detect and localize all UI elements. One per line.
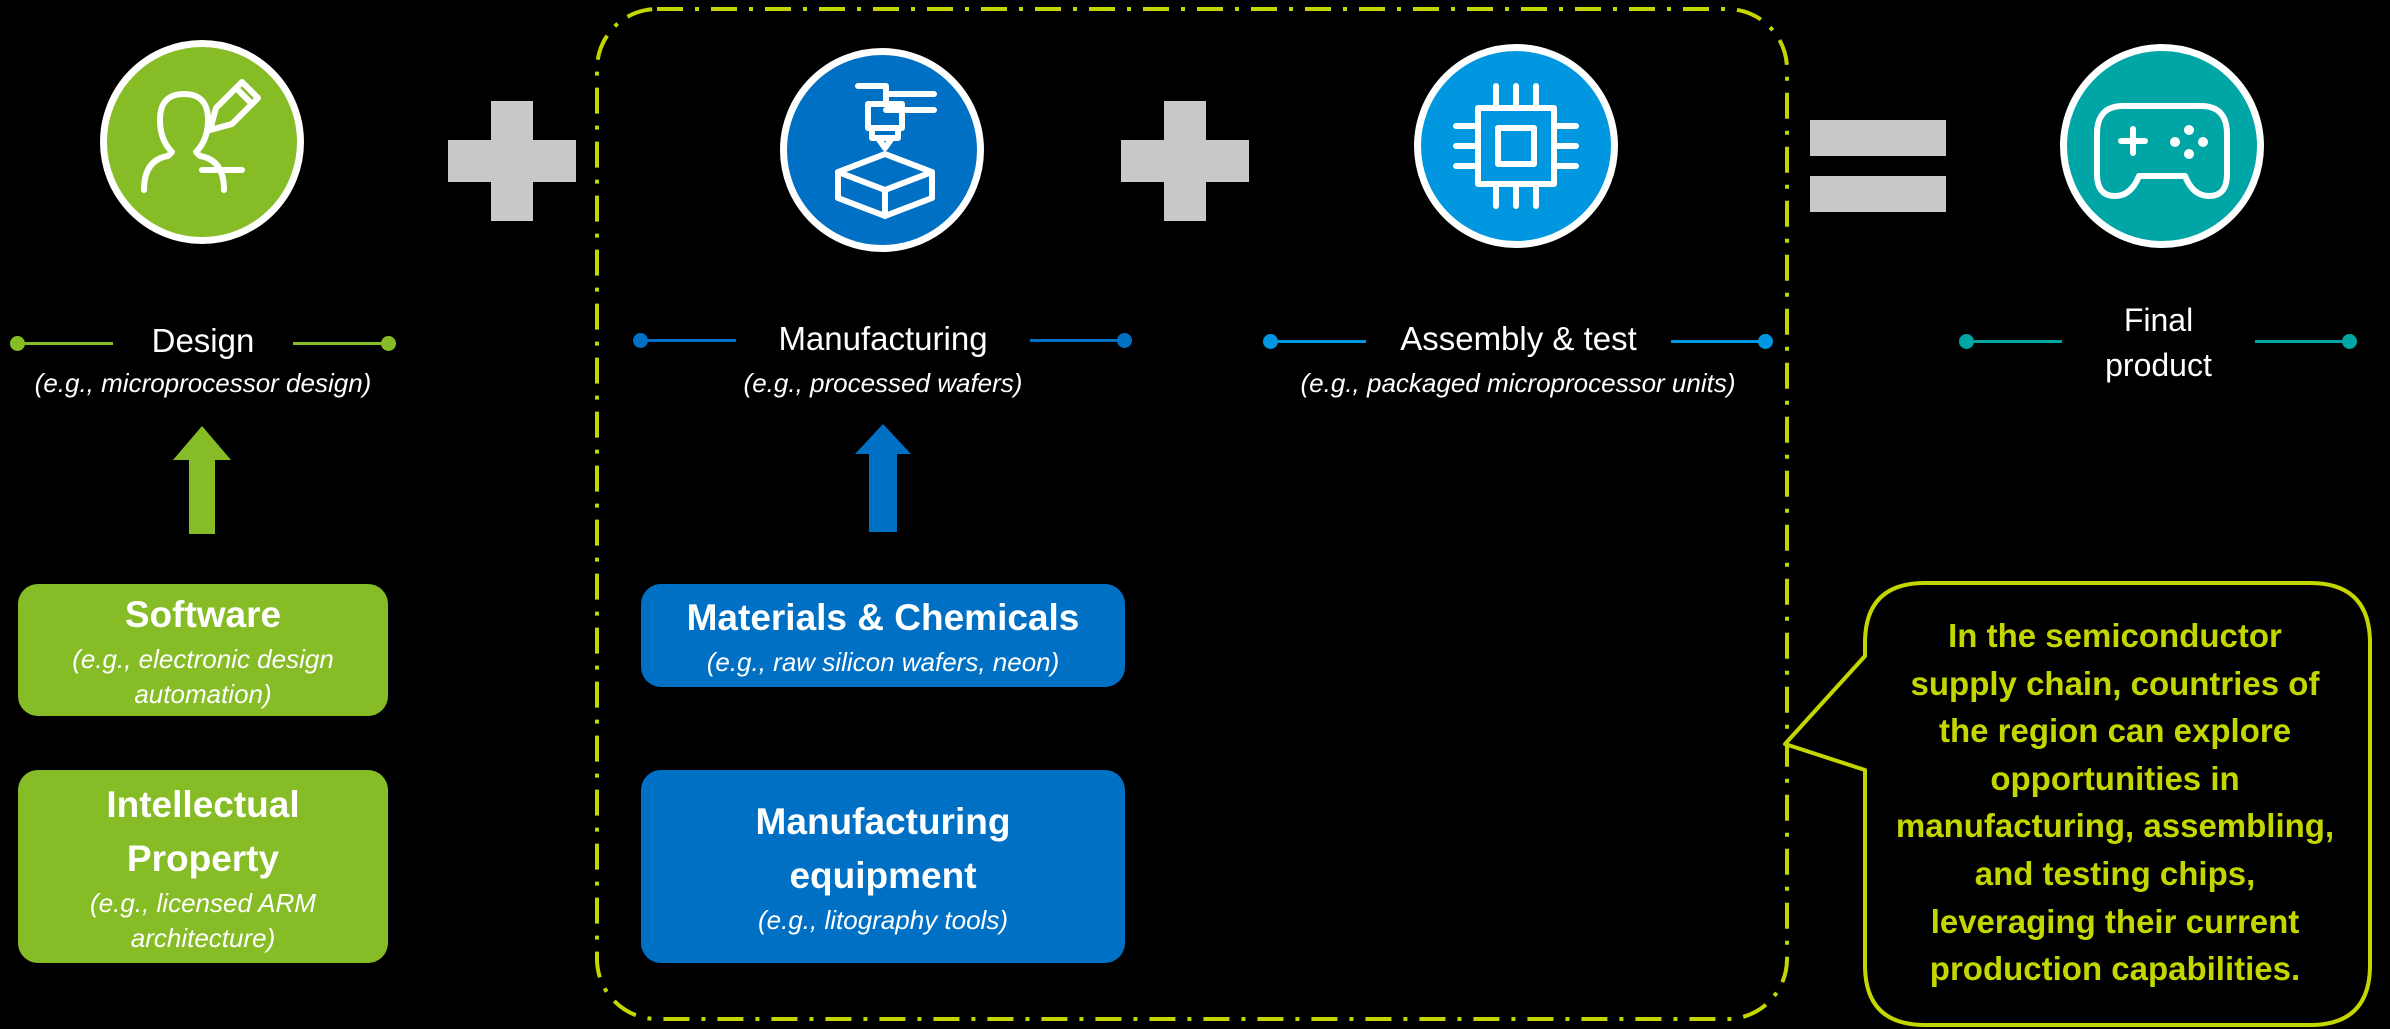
final-product-circle xyxy=(2060,44,2264,248)
intellectual-property-box: Intellectual Property (e.g., licensed AR… xyxy=(18,770,388,963)
materials-chemicals-box: Materials & Chemicals (e.g., raw silicon… xyxy=(641,584,1125,687)
callout-line: and testing chips, xyxy=(1974,854,2256,892)
callout-text: In the semiconductor supply chain, count… xyxy=(1880,612,2350,993)
materials-subtitle: (e.g., raw silicon wafers, neon) xyxy=(706,647,1060,677)
game-controller-icon xyxy=(2094,103,2230,199)
callout-bubble xyxy=(1783,581,2372,1027)
materials-title: Materials & Chemicals xyxy=(686,597,1080,638)
manufacturing-subtitle: (e.g., processed wafers) xyxy=(743,368,1023,398)
3d-printer-icon xyxy=(835,83,937,219)
callout-line: the region can explore xyxy=(1938,712,2292,750)
equipment-subtitle: (e.g., litography tools) xyxy=(757,905,1008,935)
callout-line: supply chain, countries of xyxy=(1910,664,2320,702)
callout-line: In the semiconductor xyxy=(1948,617,2282,654)
design-up-arrow xyxy=(173,426,231,534)
design-title: Design xyxy=(151,322,255,359)
equipment-title-2: equipment xyxy=(789,855,977,896)
ip-subtitle-1: (e.g., licensed ARM xyxy=(90,887,316,918)
callout-line: manufacturing, assembling, xyxy=(1895,807,2335,845)
software-box: Software (e.g., electronic design automa… xyxy=(18,584,388,716)
callout-line: leveraging their current xyxy=(1930,902,2300,940)
equipment-title-1: Manufacturing xyxy=(755,801,1011,842)
manufacturing-title: Manufacturing xyxy=(778,320,988,357)
manufacturing-circle xyxy=(780,48,984,252)
callout-line: opportunities in xyxy=(1990,759,2240,797)
microchip-icon xyxy=(1453,83,1579,209)
manufacturing-equipment-box: Manufacturing equipment (e.g., litograph… xyxy=(641,770,1125,963)
final-title-line1: Final xyxy=(2123,302,2194,338)
callout-line: production capabilities. xyxy=(1929,950,2301,988)
ip-title-1: Intellectual xyxy=(106,783,300,825)
design-circle xyxy=(100,40,304,244)
ip-subtitle-2: architecture) xyxy=(130,922,276,953)
person-pencil-icon xyxy=(141,79,261,193)
assembly-title: Assembly & test xyxy=(1400,320,1637,357)
final-title-line2: product xyxy=(2105,347,2212,383)
assembly-circle xyxy=(1414,44,1618,248)
software-title: Software xyxy=(124,594,282,635)
assembly-subtitle: (e.g., packaged microprocessor units) xyxy=(1300,368,1736,398)
manufacturing-up-arrow xyxy=(855,424,911,532)
ip-title-2: Property xyxy=(126,837,280,879)
software-subtitle-1: (e.g., electronic design xyxy=(72,644,334,674)
software-subtitle-2: automation) xyxy=(134,679,272,709)
design-subtitle: (e.g., microprocessor design) xyxy=(34,368,372,398)
